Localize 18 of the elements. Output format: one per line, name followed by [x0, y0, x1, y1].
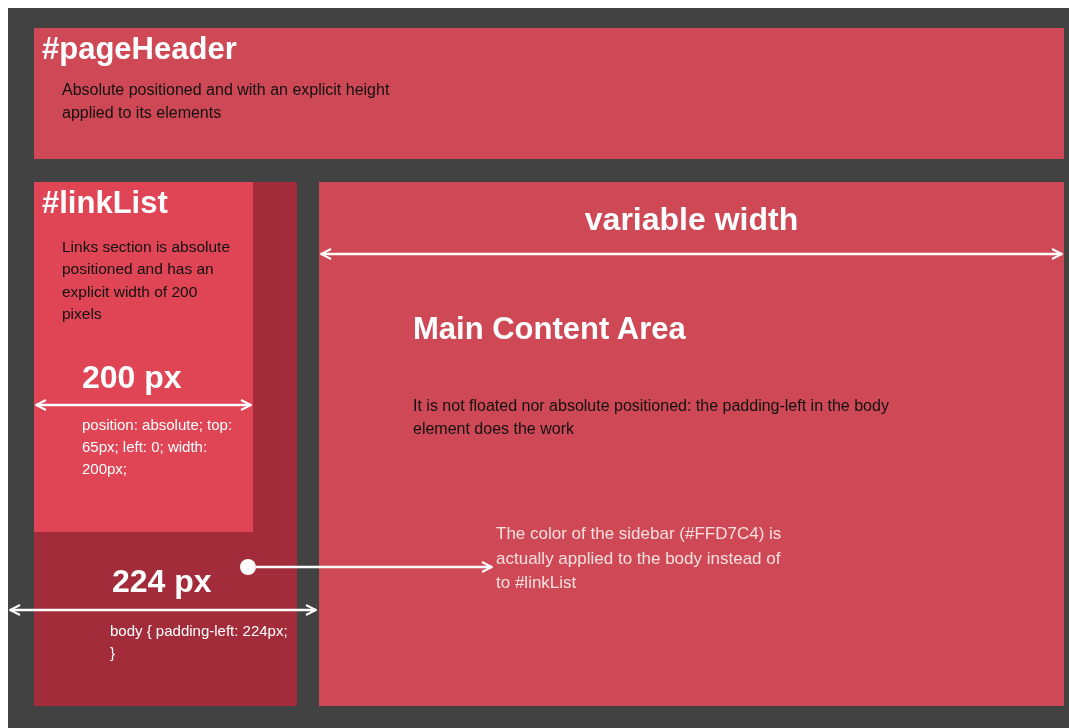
callout-text: The color of the sidebar (#FFD7C4) is actually applied to the body instead of to #linkList	[496, 522, 786, 596]
leader-arrow	[256, 561, 493, 573]
body-padding-band	[34, 182, 297, 706]
description-text: It is not floated nor absolute positioned: the padding-left in the body element does the work	[413, 396, 890, 440]
description-text: Absolute positioned and with an explicit height applied to its elements	[62, 80, 391, 124]
header-panel	[34, 28, 1064, 159]
section-title: Main Content Area	[413, 310, 687, 348]
dimension-label: variable width	[583, 200, 800, 239]
code-text: body { padding-left: 224px; }	[110, 621, 289, 663]
section-title: #linkList	[42, 184, 169, 222]
leader-dot	[240, 559, 256, 575]
main-content-panel	[319, 182, 1064, 706]
section-title: #pageHeader	[42, 30, 238, 68]
dimension-label: 200 px	[82, 358, 183, 397]
code-text: position: absolute; top: 65px; left: 0; width: 200px;	[82, 415, 234, 479]
description-text: Links section is absolute positioned and has an explicit width of 200 pixels	[62, 237, 231, 325]
dimension-label: 224 px	[112, 562, 213, 601]
sidebar-panel	[34, 182, 253, 532]
